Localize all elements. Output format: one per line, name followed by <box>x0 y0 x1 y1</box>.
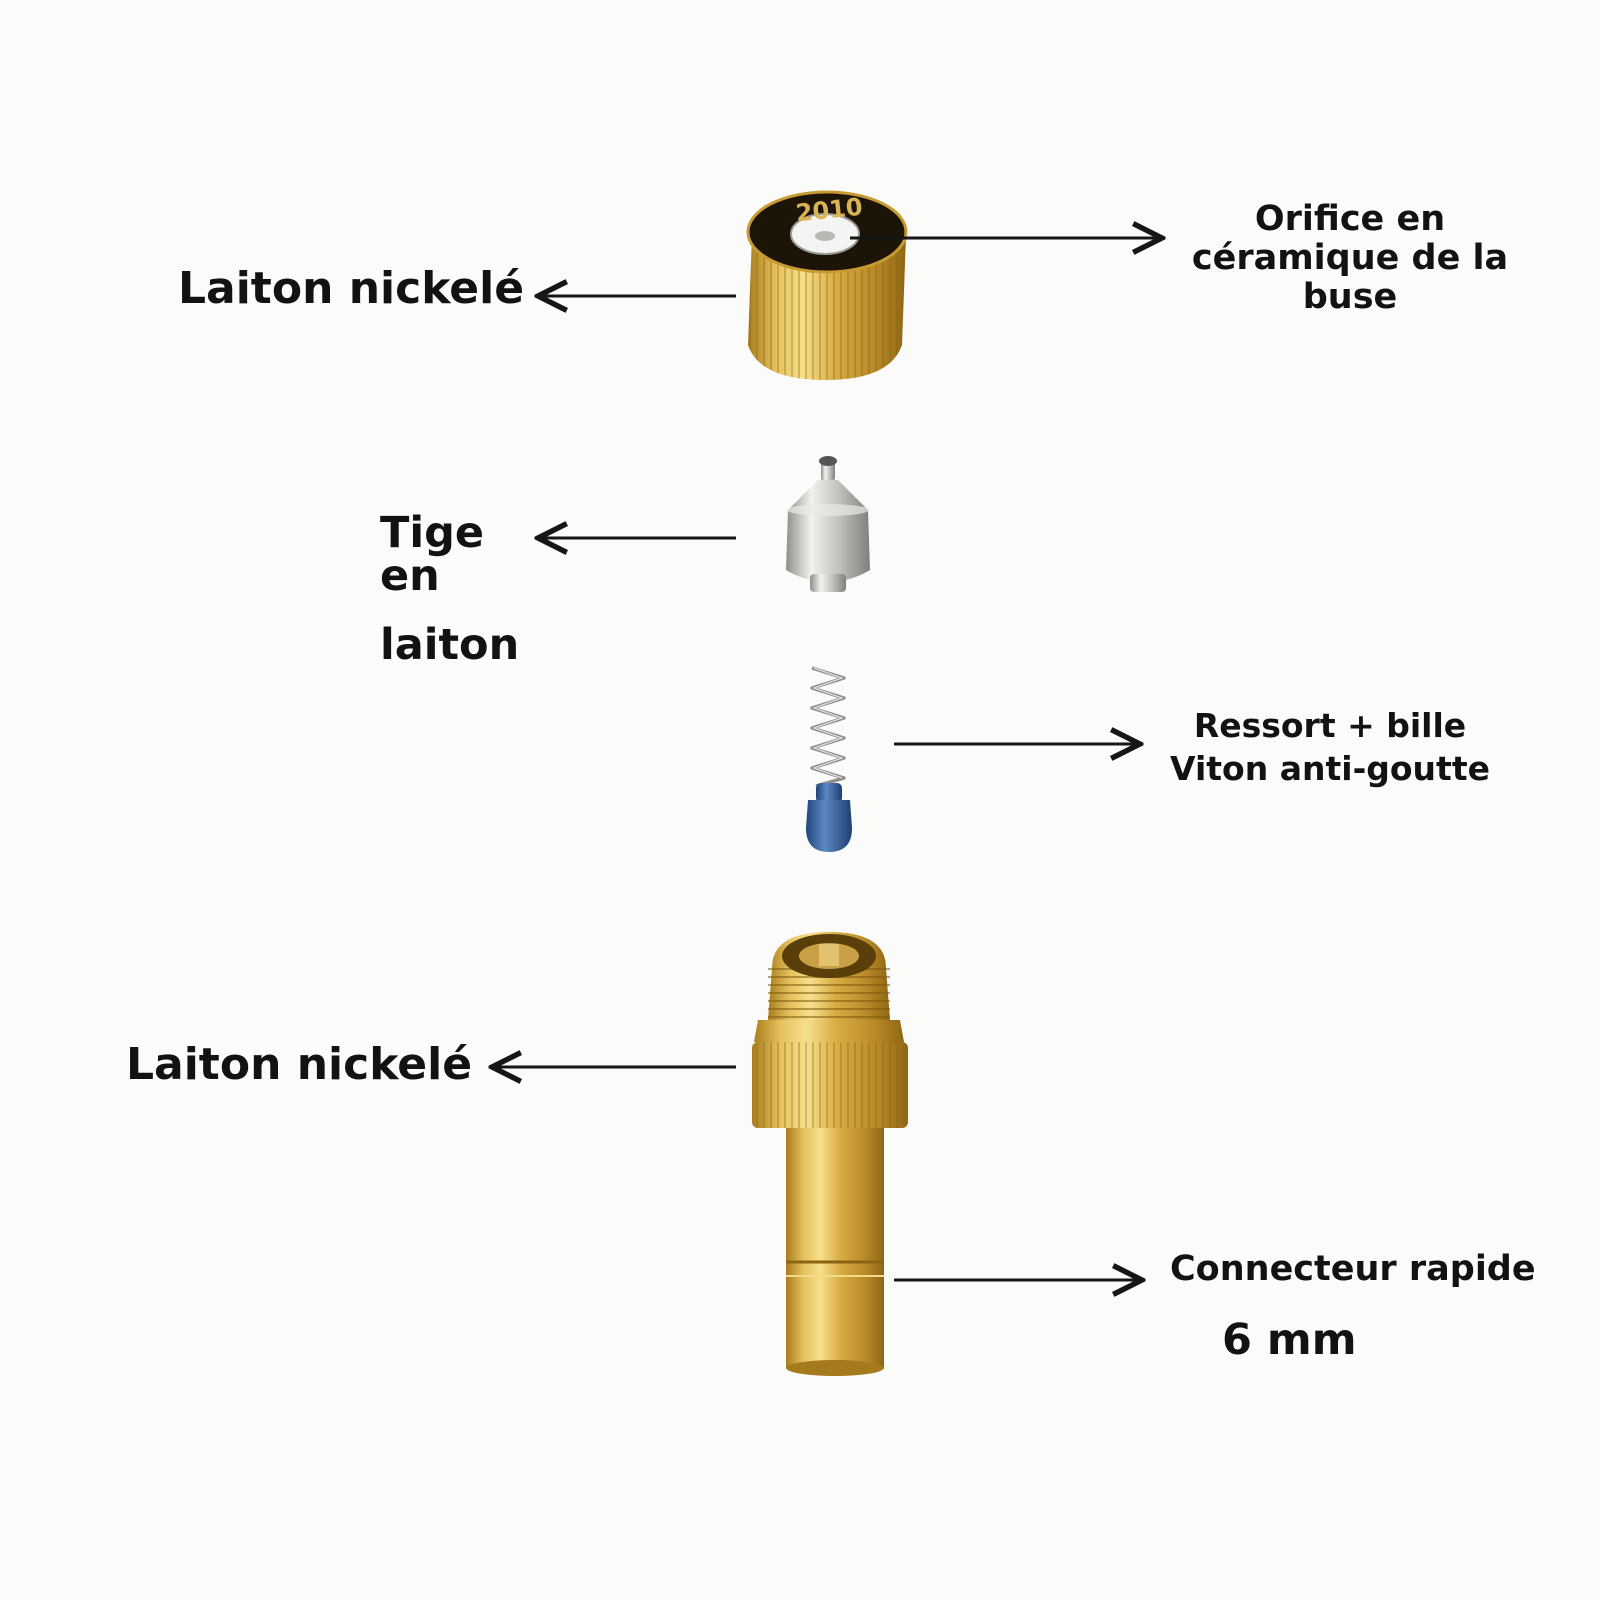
label-ceramic-orifice: Orifice en céramique de la buse <box>1165 199 1535 318</box>
label-stem-line-2: en <box>380 551 440 601</box>
nozzle-cap: 2010 <box>746 190 908 380</box>
label-stem-line-1: Tige <box>380 508 485 558</box>
label-spring-line-2: Viton anti-goutte <box>1170 748 1490 788</box>
label-connector-size: 6 mm <box>1222 1315 1357 1365</box>
cap-engraving: 2010 <box>794 193 863 228</box>
label-spring-ball: Ressort + bille Viton anti-goutte <box>1150 705 1510 791</box>
label-stem: Tige en laiton <box>380 512 519 667</box>
label-spring-line-1: Ressort + bille <box>1193 706 1467 745</box>
label-body-material: Laiton nickelé <box>126 1039 473 1090</box>
brass-stem <box>786 456 870 592</box>
label-stem-line-3: laiton <box>380 620 520 670</box>
spring-ball <box>806 666 852 852</box>
nozzle-body <box>752 932 908 1376</box>
label-ceramic-line-1: Orifice en <box>1254 199 1446 239</box>
label-connector: Connecteur rapide <box>1170 1249 1536 1289</box>
pointer-arrows <box>492 238 1162 1280</box>
label-cap-material: Laiton nickelé <box>178 263 525 314</box>
label-ceramic-line-2: céramique de la <box>1191 238 1509 279</box>
label-ceramic-line-3: buse <box>1302 277 1398 318</box>
